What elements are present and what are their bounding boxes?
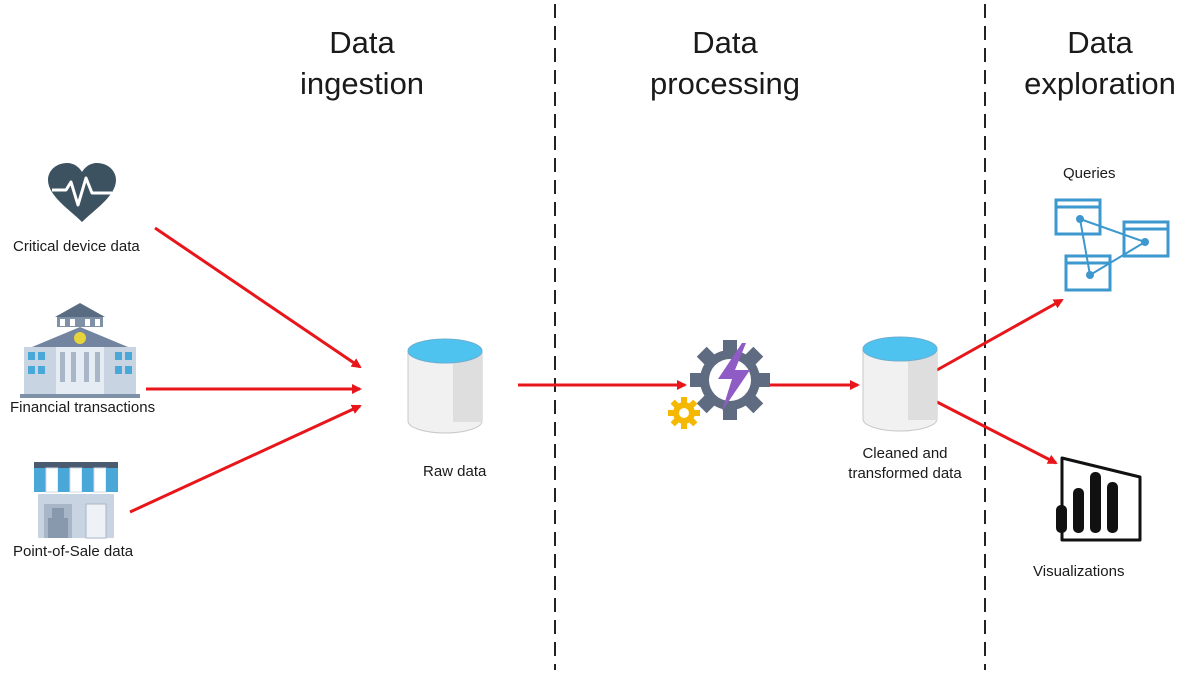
source-label-point-of-sale: Point-of-Sale data — [13, 543, 134, 560]
raw-database-icon — [407, 338, 483, 434]
arrow-cleaned-to-visualizations — [936, 400, 1058, 465]
arrow-pos-to-raw — [129, 404, 362, 514]
bank-icon — [20, 303, 140, 398]
cleaned-data-label: Cleaned and transformed data — [848, 445, 962, 482]
heading-data-ingestion: Data ingestion — [299, 25, 425, 101]
heading-data-processing: Data processing — [650, 25, 800, 101]
power-bi-icon — [1056, 456, 1142, 542]
queries-label: Queries — [1063, 165, 1116, 182]
heading-data-exploration: Data exploration — [1024, 25, 1176, 101]
arrow-cleaned-to-queries — [936, 298, 1064, 372]
source-label-financial-transactions: Financial transactions — [10, 399, 156, 416]
visualizations-label: Visualizations — [1033, 563, 1125, 580]
heart-pulse-icon — [48, 163, 116, 222]
source-label-critical-device: Critical device data — [13, 238, 140, 255]
cleaned-database-icon — [862, 336, 938, 432]
query-graph-icon — [1054, 198, 1170, 292]
store-icon — [34, 462, 118, 539]
raw-data-label: Raw data — [423, 463, 487, 480]
arrow-device-to-raw — [154, 226, 362, 369]
